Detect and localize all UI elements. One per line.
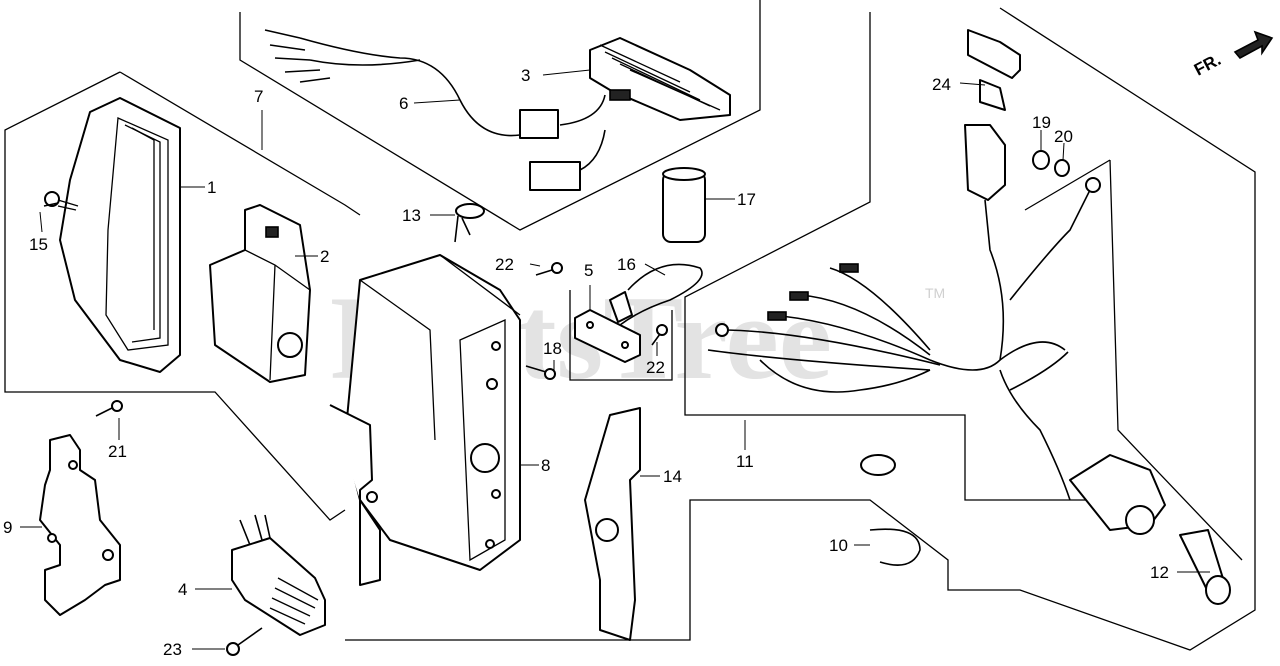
callout-11: 11 [736,452,754,471]
part-24-fuse[interactable] [964,29,1021,201]
part-9-stay[interactable] [39,434,121,616]
callout-8: 8 [541,456,550,475]
watermark-trademark: TM [925,285,945,301]
part-4-rectifier[interactable] [231,514,326,636]
part-17-capacitor[interactable] [662,167,706,243]
part-18-bolt[interactable] [525,365,556,380]
callout-21: 21 [108,442,127,461]
part-11-wire-harness[interactable] [707,177,1101,501]
callout-12: 12 [1150,563,1169,582]
part-15-bolt[interactable] [43,191,79,211]
callout-9: 9 [3,518,12,537]
callout-16: 16 [617,255,636,274]
front-direction-arrow: FR. [1191,30,1274,80]
callout-6: 6 [399,94,408,113]
callout-18: 18 [543,339,562,358]
part-20-washer[interactable] [1054,159,1070,177]
callout-7: 7 [254,87,263,106]
ignition-switch[interactable] [1069,454,1166,535]
callout-3: 3 [521,66,530,85]
part-21-bolt[interactable] [95,400,123,417]
part-14-bracket[interactable] [584,407,641,641]
callout-15: 15 [29,235,48,254]
part-19-nut[interactable] [1032,150,1050,170]
part-22-screw-upper[interactable] [535,262,563,276]
group-outlines [4,0,1256,651]
callout-19: 19 [1032,113,1051,132]
callout-22-upper: 22 [495,255,514,274]
callout-20: 20 [1054,127,1073,146]
callout-24: 24 [932,75,951,94]
callout-13: 13 [402,206,421,225]
leader-lines [20,69,1210,650]
callout-23: 23 [163,640,182,659]
callout-4: 4 [178,580,187,599]
callout-2: 2 [320,247,329,266]
callout-labels: 1 2 3 4 5 6 7 8 9 10 11 12 13 14 15 16 1… [3,66,1169,659]
part-8-control-box[interactable] [329,254,521,586]
callout-1: 1 [207,178,216,197]
callout-22-lower: 22 [646,358,665,377]
part-16-clamp[interactable] [609,263,703,326]
part-10-band[interactable] [860,454,921,566]
callout-17: 17 [737,190,756,209]
part-12-key[interactable] [1179,529,1231,605]
part-3-regulator[interactable] [589,37,731,121]
callout-10: 10 [829,536,848,555]
callout-14: 14 [663,467,682,486]
part-6-harness[interactable] [264,29,606,191]
direction-label: FR. [1191,50,1224,80]
part-22-screw-lower[interactable] [651,324,668,346]
part-2-box[interactable] [209,204,311,383]
callout-5: 5 [584,261,593,280]
part-1-cover[interactable] [59,97,181,373]
part-13-clip[interactable] [454,203,485,243]
part-23-bolt[interactable] [226,627,263,656]
